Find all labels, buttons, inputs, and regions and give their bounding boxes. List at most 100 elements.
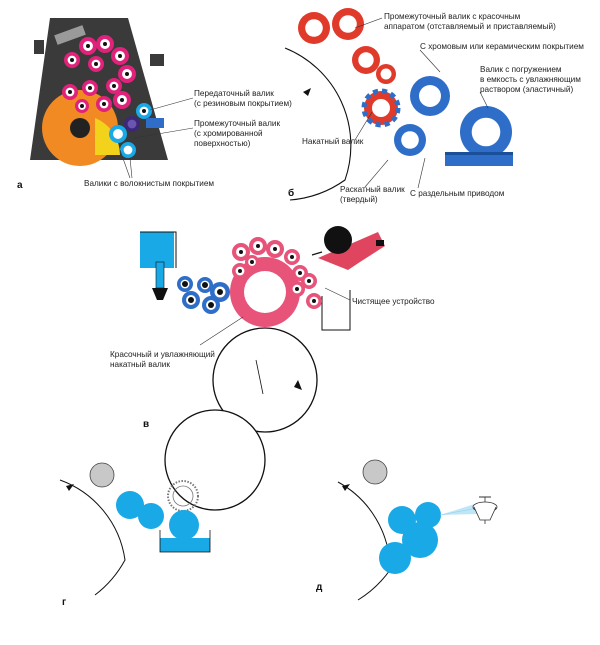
- panel-b-label-intermediate-ink: Промежуточный валик с красочным аппарато…: [384, 12, 556, 31]
- panel-b-ink-roller-core: [358, 52, 374, 68]
- panel-v-ink-roller-axle: [298, 271, 302, 275]
- panel-b-water-pan-top: [445, 152, 513, 155]
- panel-b-distributor-roller-core: [401, 131, 419, 149]
- panel-d-damp-roller: [379, 542, 411, 574]
- panel-g-rollers: [116, 491, 199, 540]
- panel-g-grey-roller: [89, 462, 115, 488]
- panel-v-label-cleaning-device: Чистящее устройство: [352, 297, 435, 306]
- panel-g-water-pan-outline: [159, 530, 211, 553]
- panel-g-rotation-arrow: [66, 484, 74, 491]
- panel-a-ink-roller-axle: [70, 58, 74, 62]
- panel-v-plate-cylinder: [212, 327, 318, 433]
- panel-b-leader-intermediate: [354, 17, 383, 29]
- panel-a-ink-roller-axle: [125, 72, 129, 76]
- panel-b-plate-cylinder-arc: [284, 47, 352, 201]
- panel-v-blanket-cylinder: [164, 409, 266, 511]
- panel-a-leader-fibrous-1: [119, 149, 131, 179]
- panel-v-cleaning-roller: [324, 226, 352, 254]
- panel-v-water-tank-outline: [140, 231, 177, 268]
- panel-d: д: [316, 459, 498, 601]
- panel-b-form-roller-core: [372, 99, 390, 117]
- panel-v-damp-roller-axle: [202, 282, 208, 288]
- panel-a-fountain: [54, 25, 86, 45]
- panel-v-ink-roller-axle: [273, 247, 277, 251]
- panel-b-leader-immersion: [479, 91, 489, 109]
- panel-g-damp-roller: [116, 491, 144, 519]
- panel-v-rotation-arrow: [294, 380, 302, 390]
- panel-v-leader-ink-damp: [199, 316, 244, 346]
- panel-a: а Передаточный валик (с резиновым покрыт…: [17, 18, 292, 191]
- panel-a-ink-roller-axle: [112, 84, 116, 88]
- panel-d-spray-line: [439, 507, 479, 516]
- panel-b-leader-form: [354, 111, 373, 141]
- panel-v-damp-roller-axle: [182, 281, 188, 287]
- panel-a-ink-roller-axle: [80, 104, 84, 108]
- panel-v-ink-roller-axle: [239, 250, 243, 254]
- panel-b-water-pan: [445, 152, 513, 166]
- panel-g-letter: г: [62, 597, 66, 608]
- panel-v-label-ink-damp-roller: Красочный и увлажняющий накатный валик: [110, 350, 217, 369]
- panel-a-label-transfer-roller: Передаточный валик (с резиновым покрытие…: [194, 89, 292, 108]
- panel-a-label-intermediate-roller: Промежуточный валик (с хромированной пов…: [194, 119, 282, 148]
- panel-b: б Промежуточный валик с красочным аппара…: [284, 8, 584, 204]
- panel-v-ink-roller-axle: [238, 269, 242, 273]
- panel-b-label-form-roller: Накатный валик: [302, 137, 364, 146]
- panel-a-cylinder-hub: [70, 118, 90, 138]
- panel-a-frame-bracket-left: [34, 40, 44, 54]
- panel-g-plate-arc: [59, 479, 126, 596]
- panel-d-rotation-arrow: [342, 484, 350, 491]
- panel-b-letter: б: [288, 187, 294, 199]
- panel-b-leader-distributor: [364, 159, 389, 188]
- panel-v-cleaning-device: [318, 232, 385, 270]
- panel-d-damp-roller: [415, 502, 441, 528]
- panel-v-ink-roller-axle: [295, 287, 299, 291]
- panel-a-ink-rollers: [62, 35, 152, 158]
- panel-a-label-fibrous-rollers: Валики с волокнистым покрытием: [84, 179, 214, 188]
- panel-a-ink-roller-axle: [102, 102, 106, 106]
- panel-g-brush-roller-outer: [167, 480, 199, 512]
- panel-b-ink-roller-core: [380, 68, 392, 80]
- panel-d-spray-body: [473, 506, 497, 521]
- panel-v-letter: в: [143, 419, 149, 430]
- panel-b-rollers: [298, 8, 512, 158]
- panel-b-label-distributor-roller: Раскатный валик (твердый): [340, 185, 407, 204]
- panel-v-cleaning-blade: [311, 251, 323, 256]
- panel-v-rollers: [177, 237, 322, 327]
- panel-b-leader-chrome: [419, 49, 441, 73]
- panel-b-rotation-arrow: [303, 88, 311, 96]
- panel-g-damp-roller: [169, 510, 199, 540]
- panel-a-water-pan: [146, 118, 164, 128]
- panel-g-brush-roller-inner: [172, 485, 194, 507]
- panel-b-chrome-roller-core: [419, 85, 441, 107]
- panel-v-damp-roller-axle: [217, 289, 223, 295]
- panel-a-ink-roller-axle: [88, 86, 92, 90]
- panel-d-rollers: [379, 502, 441, 574]
- panel-b-leader-separate: [417, 157, 426, 189]
- panel-b-ink-roller-core: [305, 19, 323, 37]
- panel-v-ink-roller-axle: [256, 244, 260, 248]
- panel-a-fibrous-roller-core: [113, 129, 123, 139]
- panel-a-transfer-roller-axle: [142, 109, 146, 113]
- panel-b-label-chrome-ceramic: С хромовым или керамическим покрытием: [420, 42, 584, 51]
- panel-v-damp-roller-axle: [208, 302, 214, 308]
- panel-d-grey-roller: [362, 459, 388, 485]
- panel-v-cleaning-arm: [321, 290, 351, 331]
- panel-a-leader-fibrous-2: [129, 157, 133, 179]
- panel-b-label-immersion-roller: Валик с погружением в емкость с увлажняю…: [480, 65, 583, 94]
- panel-a-ink-roller-axle: [94, 62, 98, 66]
- panel-v-ink-roller-axle: [250, 260, 254, 264]
- panel-a-frame-bracket-right: [150, 54, 164, 66]
- panel-v-feed-pipe: [155, 261, 165, 289]
- panel-v: в Чистящее устройство Красочный и увлажн…: [110, 226, 435, 511]
- panel-v-ink-roller-axle: [290, 255, 294, 259]
- panel-a-ink-roller-axle: [103, 42, 107, 46]
- panel-g: г: [59, 462, 211, 608]
- panel-d-damp-roller: [402, 522, 438, 558]
- panel-b-immersion-roller-core: [471, 117, 501, 147]
- panel-a-leader-transfer: [149, 97, 194, 111]
- panel-a-ink-roller-axle: [118, 54, 122, 58]
- panel-b-label-separate-drive: С раздельным приводом: [410, 189, 505, 198]
- panel-v-damp-roller-axle: [188, 297, 194, 303]
- panel-a-ink-roller-axle: [120, 98, 124, 102]
